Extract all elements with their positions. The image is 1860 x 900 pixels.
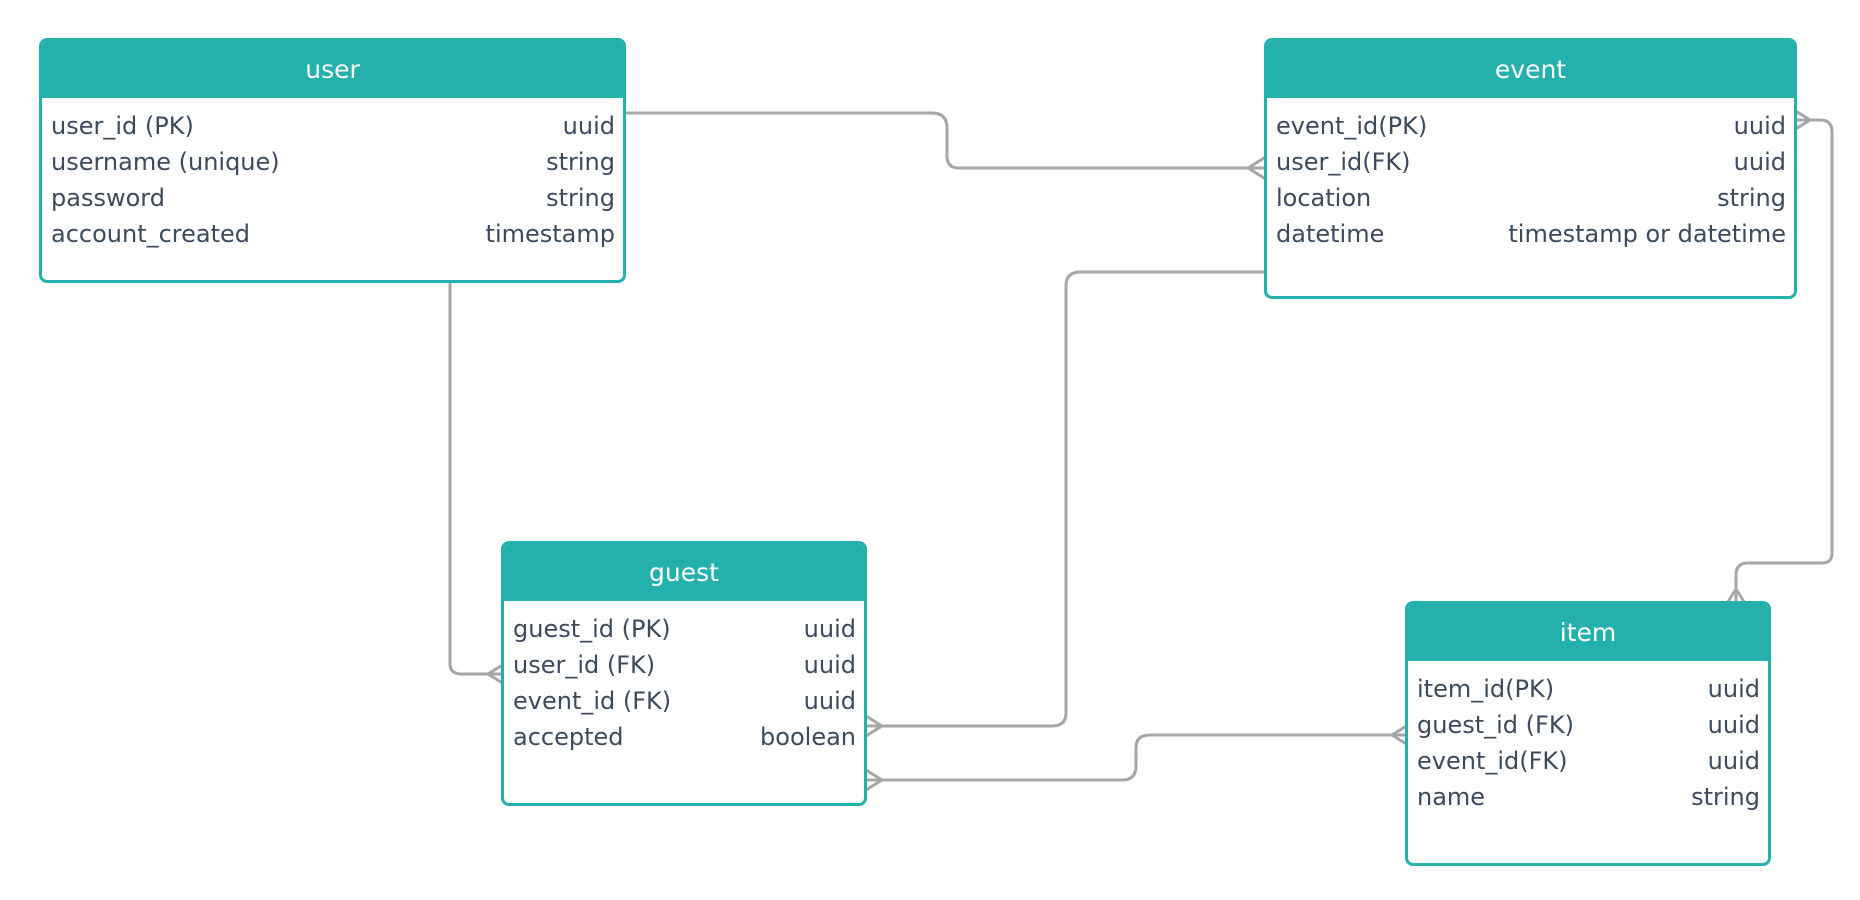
field-type: uuid [1707,675,1760,703]
entity-item-header: item [1408,604,1768,661]
field-type: string [1691,783,1760,811]
entity-event-fields: event_id(PK) uuid user_id(FK) uuid locat… [1267,98,1794,252]
relationship-guest-item[interactable] [864,723,1410,792]
field-name: datetime [1276,220,1385,248]
field-type: uuid [1733,148,1786,176]
field-row: user_id(FK) uuid [1276,144,1786,180]
entity-user-fields: user_id (PK) uuid username (unique) stri… [42,98,623,252]
field-type: uuid [803,651,856,679]
field-row: account_created timestamp [51,216,615,252]
field-type: timestamp [485,220,615,248]
field-row: username (unique) string [51,144,615,180]
field-row: guest_id (PK) uuid [513,611,856,647]
entity-event-header: event [1267,41,1794,98]
field-row: location string [1276,180,1786,216]
field-name: event_id(FK) [1417,747,1568,775]
field-row: event_id(PK) uuid [1276,108,1786,144]
entity-item[interactable]: item item_id(PK) uuid guest_id (FK) uuid… [1405,601,1771,866]
field-name: location [1276,184,1372,212]
field-type: uuid [1733,112,1786,140]
field-name: user_id (FK) [513,651,656,679]
entity-item-title: item [1559,618,1617,647]
relationship-user-guest[interactable] [448,280,506,686]
field-name: guest_id (PK) [513,615,671,643]
field-type: uuid [803,615,856,643]
entity-guest[interactable]: guest guest_id (PK) uuid user_id (FK) uu… [501,541,867,806]
entity-user-header: user [42,41,623,98]
entity-guest-title: guest [649,558,719,587]
entity-event-title: event [1494,55,1567,84]
field-name: name [1417,783,1486,811]
field-type: uuid [1707,711,1760,739]
field-type: string [546,148,615,176]
field-name: item_id(PK) [1417,675,1555,703]
entity-user[interactable]: user user_id (PK) uuid username (unique)… [39,38,626,283]
entity-event[interactable]: event event_id(PK) uuid user_id(FK) uuid… [1264,38,1797,299]
field-type: uuid [803,687,856,715]
field-name: event_id (FK) [513,687,672,715]
field-type: string [1717,184,1786,212]
entity-item-fields: item_id(PK) uuid guest_id (FK) uuid even… [1408,661,1768,815]
field-name: password [51,184,165,212]
field-type: uuid [1707,747,1760,775]
field-type: timestamp or datetime [1508,220,1786,248]
field-row: user_id (FK) uuid [513,647,856,683]
field-type: string [546,184,615,212]
field-name: user_id (PK) [51,112,194,140]
field-row: event_id (FK) uuid [513,683,856,719]
field-row: user_id (PK) uuid [51,108,615,144]
field-row: datetime timestamp or datetime [1276,216,1786,252]
entity-guest-fields: guest_id (PK) uuid user_id (FK) uuid eve… [504,601,864,755]
field-name: account_created [51,220,251,248]
field-name: accepted [513,723,624,751]
field-type: uuid [562,112,615,140]
field-row: accepted boolean [513,719,856,755]
field-row: event_id(FK) uuid [1417,743,1760,779]
field-name: guest_id (FK) [1417,711,1574,739]
relationship-event-guest[interactable] [864,270,1270,738]
field-type: boolean [760,723,856,751]
field-row: name string [1417,779,1760,815]
field-row: guest_id (FK) uuid [1417,707,1760,743]
field-row: password string [51,180,615,216]
entity-user-title: user [305,55,360,84]
entity-guest-header: guest [504,544,864,601]
field-name: event_id(PK) [1276,112,1428,140]
relationship-user-event[interactable] [622,111,1266,180]
field-name: user_id(FK) [1276,148,1411,176]
field-row: item_id(PK) uuid [1417,671,1760,707]
field-name: username (unique) [51,148,280,176]
